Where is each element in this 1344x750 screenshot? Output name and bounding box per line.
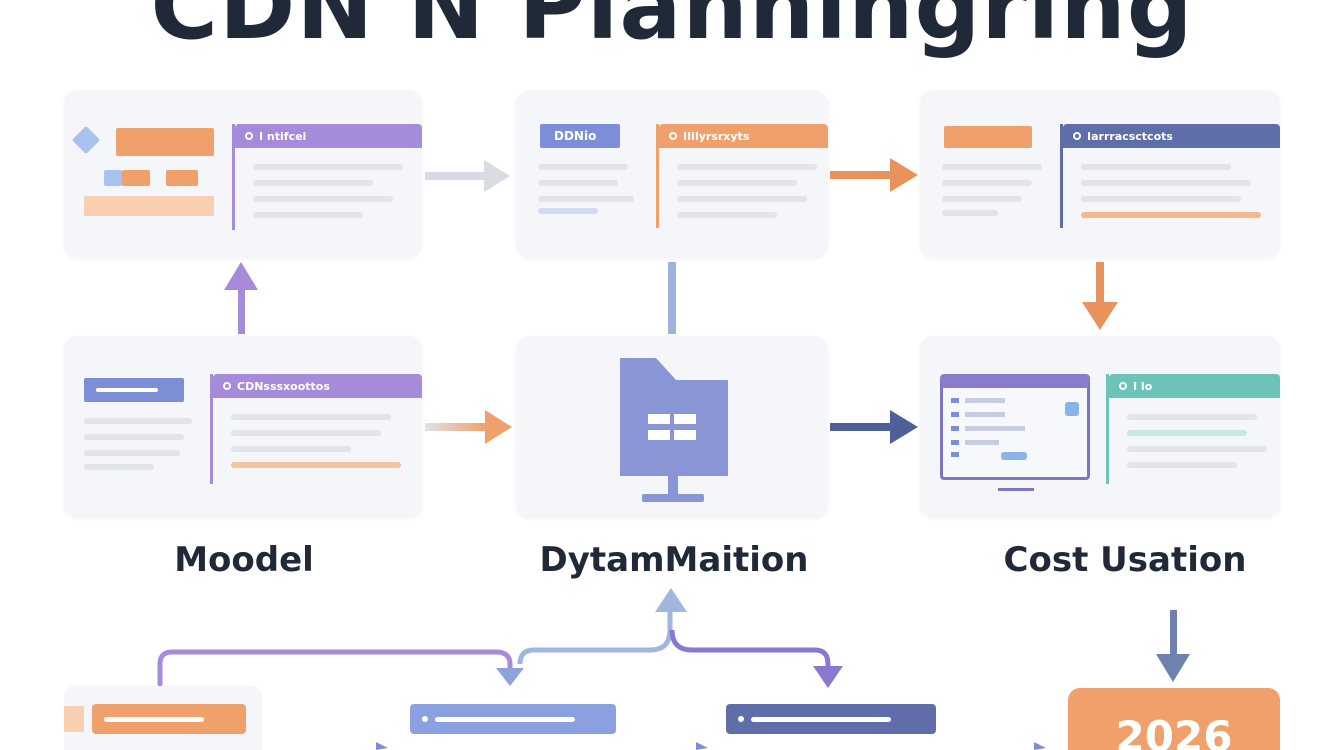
arrow-bottom-tiny-3 [1034,742,1046,750]
pane-label: I ntifcei [259,129,307,143]
arrow-costusation-to-year [1156,610,1190,682]
bottom-bar [92,704,246,734]
pane-label: Iarrracsctcots [1087,129,1173,143]
arrow-midleft-to-midmiddle [425,410,512,444]
pane: IIilyrsrxyts [656,124,828,228]
pane-header: IIilyrsrxyts [659,124,828,148]
label-left: Moodel [174,540,314,580]
node-mid-left: CDNsssxoottos [64,336,422,518]
node-top-middle: DDNio IIilyrsrxyts [516,90,828,258]
folder-monitor-icon [620,358,728,502]
arrow-head-bottom-1 [496,668,524,686]
node-top-left: I ntifcei [64,90,422,258]
pane-header: Iarrracsctcots [1063,124,1280,148]
pane: CDNsssxoottos [210,374,422,484]
connector-bottom-fork [517,610,831,668]
mini-block [166,170,198,186]
mini-block [122,170,150,186]
peach-block [84,196,214,216]
node-top-right: Iarrracsctcots [920,90,1280,258]
orange-block [116,128,214,156]
arrow-topleft-to-topmiddle [425,160,510,192]
pane-header: I ntifcei [235,124,422,148]
pane-label: I lo [1133,379,1153,393]
monitor-window [940,374,1090,480]
bottom-node-2 [410,686,616,750]
bottom-bar [726,704,936,734]
label-right: Cost Usation [1003,540,1247,580]
pane-dot-icon [223,382,231,390]
pane-header: I lo [1109,374,1280,398]
arrow-topmiddle-to-topright [830,158,918,192]
arrow-midleft-up-to-topleft [224,262,258,334]
year-badge: 2026 [1068,688,1280,750]
mini-block [104,170,122,186]
pane-dot-icon [245,132,253,140]
pane: I ntifcei [232,124,422,230]
connector-topmiddle-to-midmiddle [668,262,676,334]
blue-block [84,378,184,402]
diamond-icon [71,125,101,155]
arrow-topright-down-to-midright [1082,262,1118,330]
pane-header: CDNsssxoottos [213,374,422,398]
tag-label: DDNio [540,124,620,148]
arrow-bottom-tiny-2 [696,742,708,750]
node-mid-middle [516,336,828,518]
bottom-node-1 [64,686,262,750]
connector-bottom-purple [157,649,513,687]
arrow-midmiddle-to-midright [830,410,918,444]
node-mid-right: I lo [920,336,1280,518]
pane-label: IIilyrsrxyts [683,129,750,143]
label-middle: DytamMaition [539,540,809,580]
diagram-title: CDN N Planningring [150,0,1194,60]
arrow-bottom-tiny-1 [376,742,388,750]
bottom-node-3 [726,686,936,750]
pane-dot-icon [1119,382,1127,390]
bottom-bar [410,704,616,734]
orange-block [944,126,1032,148]
arrow-head-bottom-2 [813,666,843,688]
pane-dot-icon [1073,132,1081,140]
arrow-head-up-to-middle-label [655,588,687,612]
pane-label: CDNsssxoottos [237,379,330,393]
pane: I lo [1106,374,1280,484]
pane-dot-icon [669,132,677,140]
pane: Iarrracsctcots [1060,124,1280,228]
